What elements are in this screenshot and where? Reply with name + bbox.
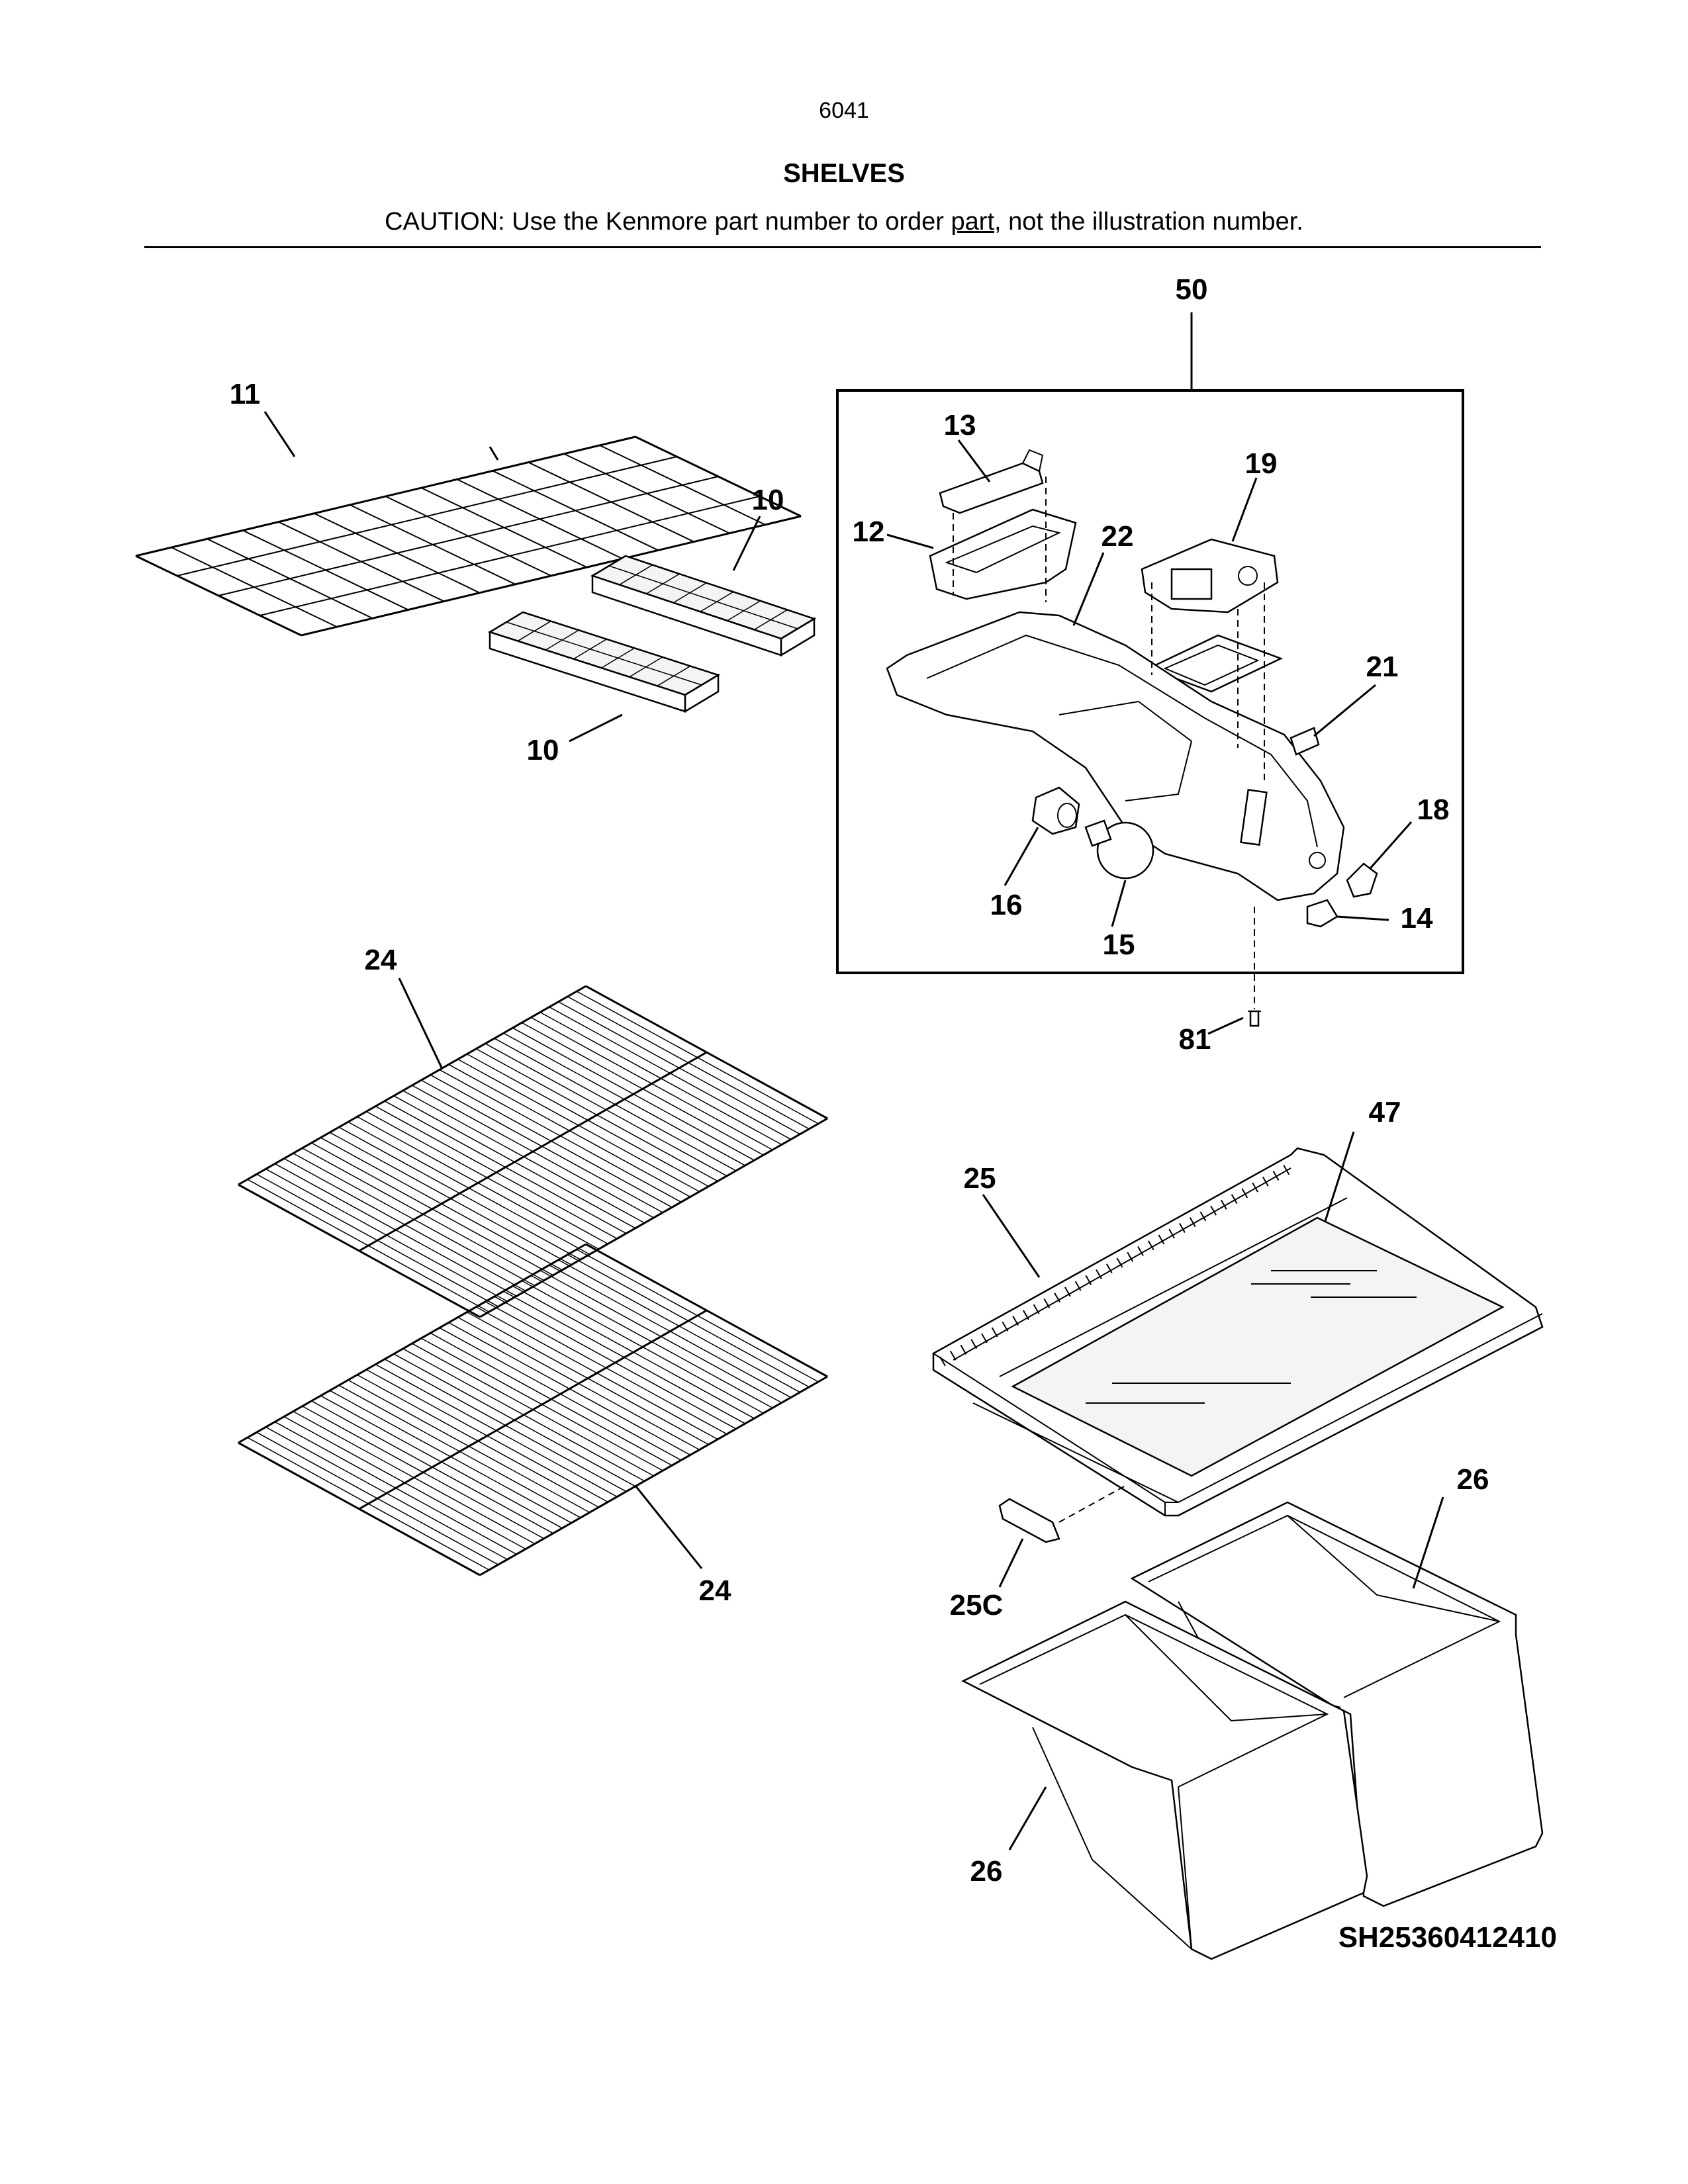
callout-10: 10 [527,734,559,766]
callout-50: 50 [1176,273,1208,306]
crisper-drawer-part-26-front [961,1600,1368,1960]
callout-81: 81 [1179,1023,1211,1056]
page-number: 6041 [819,98,869,123]
header-rule [144,246,1541,248]
callout-19: 19 [1245,447,1278,480]
callout-26: 26 [970,1855,1003,1888]
knob-part-18 [1346,862,1378,898]
callout-labels: 50 11 10 10 13 19 12 22 21 18 16 15 14 8… [230,273,1557,1954]
callout-14: 14 [1401,902,1433,934]
caution-underlined-word: part [951,208,994,236]
control-board [1146,634,1284,693]
callout-11: 11 [230,378,261,410]
ice-tray-part-10-lower [487,611,721,713]
callout-15: 15 [1103,929,1135,961]
caution-prefix: CAUTION: Use the Kenmore part number to … [385,208,951,236]
wire-shelf-part-24-lower [238,1243,828,1576]
sheet-code: SH25360412410 [1338,1921,1557,1954]
wire-shelf-part-11 [135,435,802,637]
callout-16: 16 [990,889,1023,921]
callout-24: 24 [699,1574,731,1607]
clip-part-25c [998,1485,1126,1543]
page-title: SHELVES [783,159,905,188]
callout-12: 12 [853,516,885,548]
wire-shelf-part-24-upper [238,985,828,1318]
callout-22: 22 [1102,520,1134,553]
glass-insert-part-47 [1011,1216,1505,1477]
bracket-part-21 [1289,727,1320,756]
callout-13: 13 [944,409,976,441]
callout-24: 24 [365,944,397,976]
leader-lines [263,411,1444,1850]
callout-25: 25 [964,1162,996,1195]
callout-21: 21 [1366,651,1399,683]
dispenser-housing [886,611,1345,901]
socket-part-16 [1031,786,1080,835]
caution-suffix: , not the illustration number. [994,208,1303,236]
caution-note: CAUTION: Use the Kenmore part number to … [0,208,1688,236]
screw-part-81 [1248,907,1261,1027]
callout-10: 10 [752,484,784,516]
callout-26: 26 [1457,1463,1489,1496]
callout-25c: 25C [950,1589,1004,1621]
housing-part-12 [929,508,1077,600]
handle-part-13 [939,449,1044,514]
bulb-part-15 [1084,819,1154,880]
switch-part-14 [1306,899,1338,928]
actuator-part-19 [1141,538,1279,614]
ice-tray-part-10-upper [590,555,816,657]
callout-18: 18 [1417,794,1450,826]
callout-47: 47 [1369,1096,1401,1128]
kit-box-part-50 [836,389,1464,974]
